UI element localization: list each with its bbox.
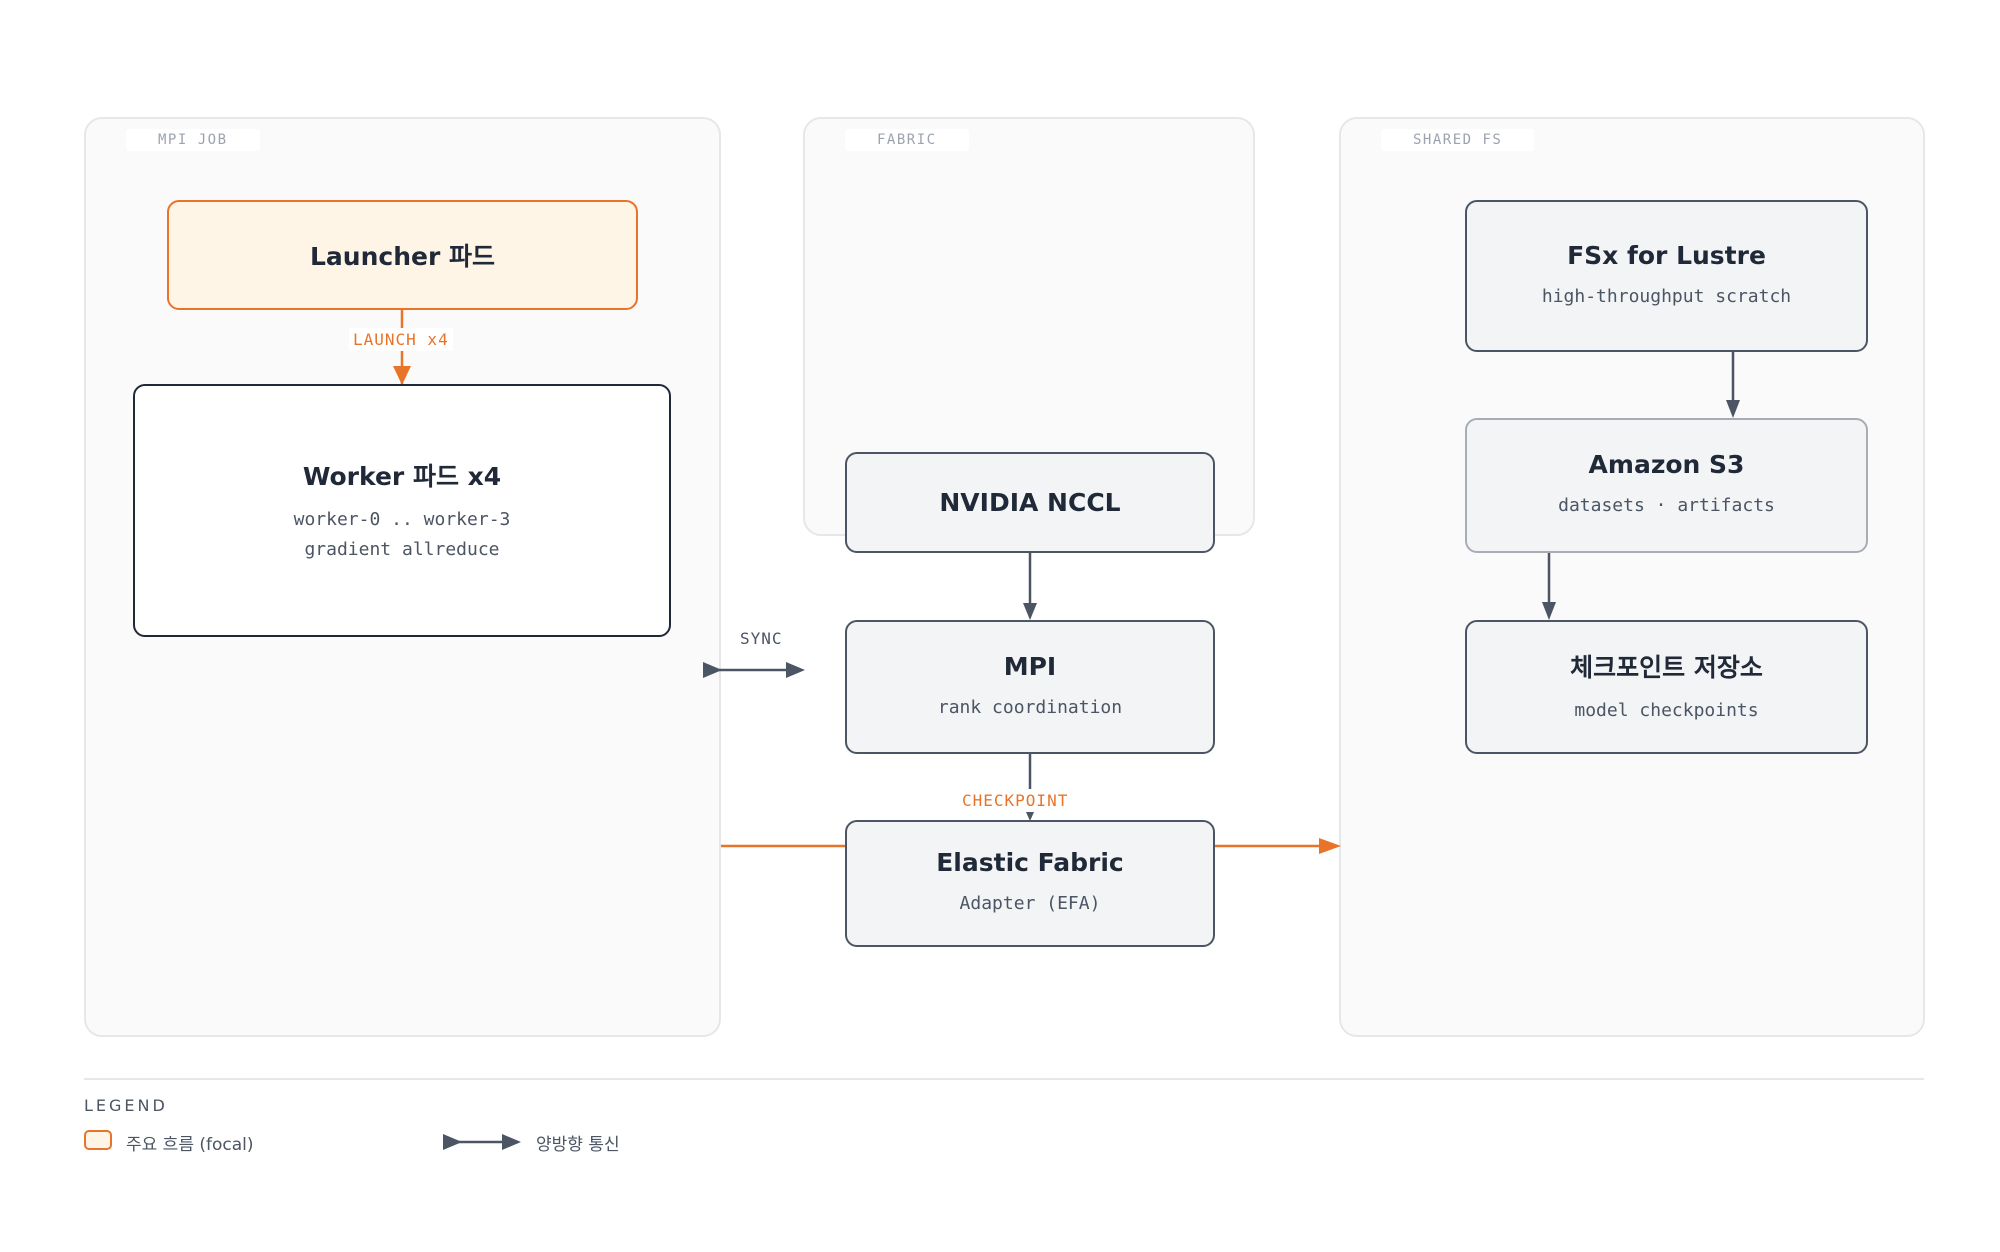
edge-s3-checkpoint-arrow: [1542, 602, 1556, 620]
legend-arrow-right: [502, 1134, 521, 1150]
legend-arrow-left: [443, 1134, 462, 1150]
legend-focal-swatch: [84, 1130, 112, 1150]
legend-title: LEGEND: [84, 1096, 168, 1115]
legend-focal-text: 주요 흐름 (focal): [126, 1135, 254, 1155]
node-checkpoint-title: 체크포인트 저장소: [1570, 653, 1763, 682]
node-worker-sub: worker-0 .. worker-3 gradient allreduce: [293, 508, 511, 560]
edge-fsx-s3-arrow: [1726, 400, 1740, 418]
node-launcher-title: Launcher 파드: [309, 242, 495, 271]
node-worker[interactable]: Worker 파드 x4 worker-0 .. worker-3 gradie…: [133, 384, 671, 637]
edge-mpi-efa-arrow: [1026, 812, 1034, 821]
node-worker-title: Worker 파드 x4: [302, 461, 502, 491]
node-mpi-title: MPI: [1003, 651, 1057, 681]
node-s3[interactable]: Amazon S3 datasets · artifacts: [1465, 418, 1868, 553]
node-mpi[interactable]: MPI rank coordination: [845, 620, 1215, 754]
edge-nccl-mpi-arrow: [1023, 603, 1037, 620]
group-label-mpi-job: MPI JOB: [126, 129, 260, 151]
node-efa-sub: Adapter (EFA): [959, 893, 1101, 914]
node-checkpoint-sub: model checkpoints: [1574, 700, 1759, 721]
node-checkpoint[interactable]: 체크포인트 저장소 model checkpoints: [1465, 620, 1868, 754]
group-label-fabric: FABRIC: [845, 129, 969, 151]
edge-label-sync: SYNC: [740, 629, 783, 648]
node-fsx-sub: high-throughput scratch: [1541, 285, 1792, 307]
node-fsx-title: FSx for Lustre: [1567, 240, 1766, 270]
node-s3-title: Amazon S3: [1588, 450, 1745, 479]
node-efa-title: Elastic Fabric: [936, 848, 1124, 877]
edge-launch-arrow: [393, 366, 411, 385]
node-s3-sub: datasets · artifacts: [1558, 495, 1775, 516]
node-launcher[interactable]: Launcher 파드: [167, 200, 638, 310]
edge-sync-arrow-right: [786, 662, 805, 678]
edge-label-checkpoint: CHECKPOINT: [958, 789, 1073, 812]
edge-efa-fs-arrow: [1319, 838, 1341, 854]
edge-label-launch: LAUNCH x4: [349, 328, 453, 351]
group-label-shared-fs: SHARED FS: [1381, 129, 1535, 151]
node-fsx[interactable]: FSx for Lustre high-throughput scratch: [1465, 200, 1868, 352]
node-mpi-sub: rank coordination: [937, 696, 1123, 718]
legend-bidirectional-text: 양방향 통신: [536, 1135, 620, 1155]
edge-sync-arrow-left: [703, 662, 722, 678]
node-efa[interactable]: Elastic Fabric Adapter (EFA): [845, 820, 1215, 947]
legend-divider: [84, 1078, 1924, 1080]
node-nccl-title: NVIDIA NCCL: [939, 488, 1121, 517]
node-nccl[interactable]: NVIDIA NCCL: [845, 452, 1215, 553]
